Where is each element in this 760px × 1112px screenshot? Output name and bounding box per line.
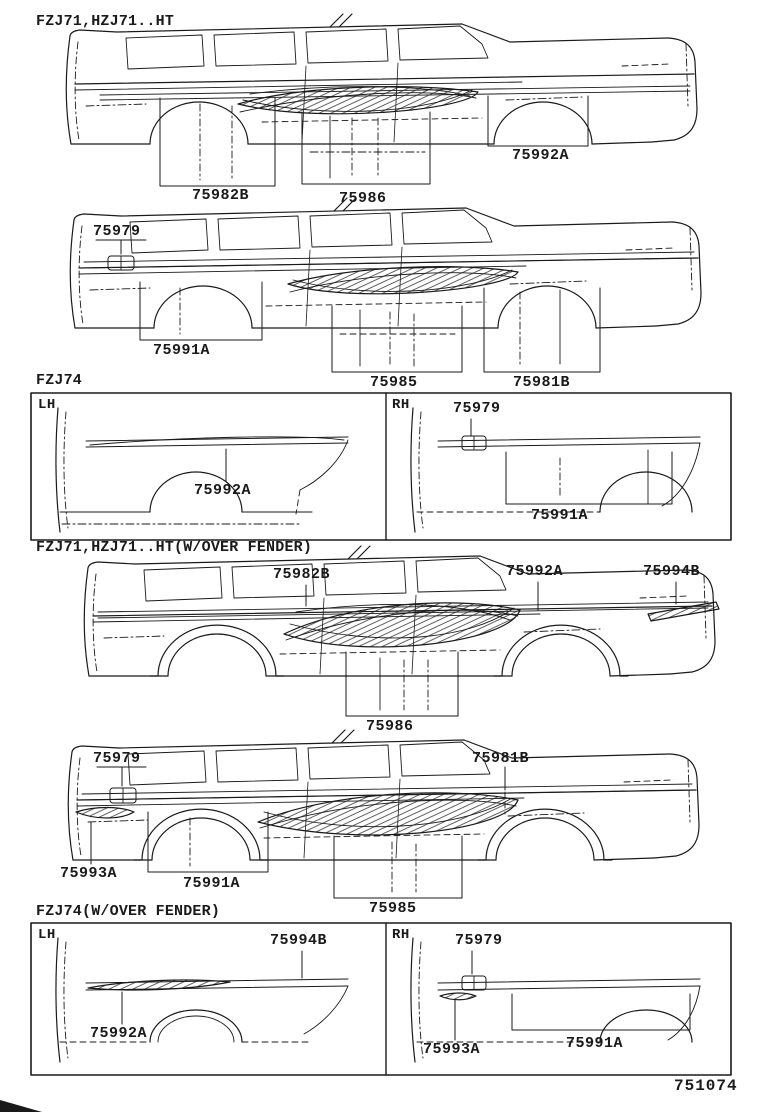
panel-label-rh: RH bbox=[392, 397, 410, 413]
vehicle-drawing-4 bbox=[67, 729, 700, 899]
part-label-75982B: 75982B bbox=[192, 187, 250, 204]
part-label-75991A: 75991A bbox=[531, 507, 589, 524]
panel-label-rh: RH bbox=[392, 927, 410, 943]
vehicle-drawing-2 bbox=[69, 197, 702, 373]
vehicle-drawing-1 bbox=[65, 13, 698, 187]
part-label-75992A: 75992A bbox=[90, 1025, 148, 1042]
part-label-75991A: 75991A bbox=[566, 1035, 624, 1052]
part-label-75979: 75979 bbox=[93, 750, 141, 767]
scan-artifact bbox=[0, 1100, 42, 1112]
panel-label-lh: LH bbox=[38, 397, 56, 413]
part-label-75981B: 75981B bbox=[513, 374, 571, 391]
section-title-fzj74: FZJ74 bbox=[36, 372, 83, 389]
vehicle-drawing-3 bbox=[83, 545, 720, 717]
part-label-75993A: 75993A bbox=[423, 1041, 481, 1058]
part-label-75985: 75985 bbox=[369, 900, 417, 917]
panel-label-lh: LH bbox=[38, 927, 56, 943]
part-label-75992A: 75992A bbox=[506, 563, 564, 580]
fzj74-panel-box bbox=[30, 392, 732, 541]
part-label-75985: 75985 bbox=[370, 374, 418, 391]
part-label-75992A: 75992A bbox=[512, 147, 570, 164]
part-label-75986: 75986 bbox=[339, 190, 387, 207]
diagram-number: 751074 bbox=[674, 1077, 738, 1095]
part-label-75993A: 75993A bbox=[60, 865, 118, 882]
part-label-75982B: 75982B bbox=[273, 566, 331, 583]
part-label-75994B: 75994B bbox=[270, 932, 328, 949]
part-label-75992A: 75992A bbox=[194, 482, 252, 499]
part-label-75994B: 75994B bbox=[643, 563, 701, 580]
part-label-75979: 75979 bbox=[455, 932, 503, 949]
part-label-75979: 75979 bbox=[93, 223, 141, 240]
part-label-75991A: 75991A bbox=[153, 342, 211, 359]
part-label-75979: 75979 bbox=[453, 400, 501, 417]
section-title-fzj71-ht-over-fender: FZJ71,HZJ71..HT(W/OVER FENDER) bbox=[36, 539, 313, 556]
section-title-fzj71-ht: FZJ71,HZJ71..HT bbox=[36, 13, 175, 30]
section-title-fzj74-over-fender: FZJ74(W/OVER FENDER) bbox=[36, 903, 221, 920]
part-label-75991A: 75991A bbox=[183, 875, 241, 892]
part-label-75986: 75986 bbox=[366, 718, 414, 735]
fzj74-over-fender-panel-box bbox=[30, 922, 732, 1076]
part-label-75981B: 75981B bbox=[472, 750, 530, 767]
